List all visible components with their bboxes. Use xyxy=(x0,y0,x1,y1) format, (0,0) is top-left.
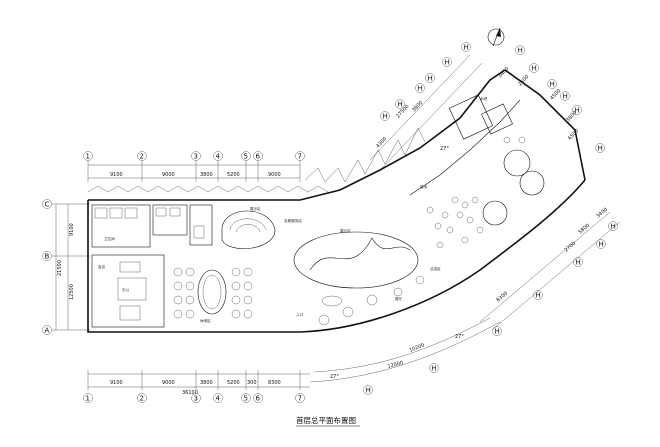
room-label-reception: 接待 xyxy=(420,184,428,189)
svg-text:27°: 27° xyxy=(330,374,339,380)
svg-text:H: H xyxy=(563,93,568,101)
room-label-restroom: 卫生间 xyxy=(104,236,115,241)
drawing-title: 首层总平面布置图 xyxy=(296,415,356,425)
svg-text:4: 4 xyxy=(216,395,221,403)
bottom-dimension-chain: 9100 9000 3800 5200 300 8300 36100 1 2 3… xyxy=(83,370,310,403)
dim-bottom-total: 36100 xyxy=(182,390,198,396)
wing-rooms: 接待 洽谈区 水吧 入口 展厅 展示区 xyxy=(250,94,545,317)
room-label-leisure: 休闲区 xyxy=(200,318,211,323)
svg-text:5: 5 xyxy=(244,153,248,161)
bottom-axis-bubbles: 1 2 3 4 5 6 7 xyxy=(83,393,305,403)
svg-text:8300: 8300 xyxy=(495,291,509,304)
dim-left-total: 21500 xyxy=(57,260,63,276)
dim-top-5: 9000 xyxy=(268,172,281,178)
room-label-self-service: 自助服务区 xyxy=(284,218,302,223)
room-label-bar: 水吧 xyxy=(480,96,488,101)
north-arrow-icon xyxy=(487,27,505,47)
axis-b: B xyxy=(45,253,50,261)
room-label-office: 办公 xyxy=(122,287,130,292)
axis-c: C xyxy=(45,201,50,209)
svg-text:2: 2 xyxy=(140,153,144,161)
svg-text:H: H xyxy=(550,81,555,89)
dim-wing-u7: 6500 xyxy=(567,128,580,141)
top-axis-bubbles: 1 2 3 4 5 6 7 xyxy=(83,151,305,161)
dim-top-1: 9100 xyxy=(110,172,123,178)
svg-text:3400: 3400 xyxy=(595,207,609,220)
dim-bottom-4: 5200 xyxy=(227,380,240,386)
dim-bottom-5: 300 xyxy=(247,380,257,386)
svg-text:1: 1 xyxy=(86,395,90,403)
svg-text:3: 3 xyxy=(194,395,198,403)
room-label-entrance: 入口 xyxy=(296,312,304,317)
svg-text:H: H xyxy=(398,101,403,109)
dining-area: 休闲区 xyxy=(173,267,253,323)
dim-bottom-1: 9100 xyxy=(110,380,123,386)
dim-left-2: 12500 xyxy=(69,284,75,300)
svg-text:H: H xyxy=(611,223,616,231)
svg-text:5: 5 xyxy=(244,395,248,403)
svg-text:27°: 27° xyxy=(455,334,464,340)
svg-text:3: 3 xyxy=(194,153,198,161)
svg-text:4: 4 xyxy=(216,153,221,161)
left-dimension-chain: 21500 9100 12500 C B A xyxy=(42,199,90,335)
svg-text:7: 7 xyxy=(298,153,302,161)
dim-left-1: 9100 xyxy=(69,223,75,236)
dim-bottom-6: 8300 xyxy=(268,380,281,386)
dim-top-3: 3800 xyxy=(200,172,213,178)
svg-text:H: H xyxy=(428,75,433,83)
dim-bottom-3: 3800 xyxy=(200,380,213,386)
svg-text:H: H xyxy=(383,113,388,121)
dim-top-4: 5200 xyxy=(227,172,240,178)
svg-text:H: H xyxy=(518,47,523,55)
room-label-exhibit-2: 展示区 xyxy=(250,206,261,211)
svg-text:12000: 12000 xyxy=(387,360,404,370)
svg-text:H: H xyxy=(445,59,450,67)
wing-dimension-upper: 27500 3800 4300 3400 2500 4500 3800 6500 xyxy=(369,54,580,169)
svg-text:H: H xyxy=(432,365,437,373)
svg-text:27°: 27° xyxy=(440,146,449,152)
central-exhibit: 展示区 自助服务区 xyxy=(221,210,419,289)
svg-text:6: 6 xyxy=(256,153,261,161)
svg-text:H: H xyxy=(366,387,371,395)
svg-text:10200: 10200 xyxy=(409,342,426,354)
svg-text:H: H xyxy=(495,328,500,336)
dim-wing-u5: 4500 xyxy=(549,88,562,101)
dim-bottom-2: 9000 xyxy=(162,380,175,386)
wing-axis-bubbles: H H H H H H H H H H H H H H H H H H H xyxy=(363,42,618,395)
svg-text:6: 6 xyxy=(256,395,261,403)
svg-text:7: 7 xyxy=(298,395,302,403)
top-dimension-chain: 9100 9000 3800 5200 9000 1 2 3 4 5 6 7 xyxy=(83,151,305,182)
svg-text:H: H xyxy=(576,259,581,267)
svg-text:H: H xyxy=(598,145,603,153)
svg-text:H: H xyxy=(418,85,423,93)
svg-text:H: H xyxy=(575,107,580,115)
room-label-exhibit: 展示区 xyxy=(340,228,351,233)
left-rooms: 卫生间 办公 会议 xyxy=(91,204,213,328)
svg-text:1: 1 xyxy=(86,153,90,161)
svg-text:H: H xyxy=(599,241,604,249)
svg-text:2: 2 xyxy=(140,395,144,403)
dim-wing-u4: 2500 xyxy=(517,74,530,87)
svg-text:H: H xyxy=(536,292,541,300)
dim-top-2: 9000 xyxy=(162,172,175,178)
svg-text:2700: 2700 xyxy=(563,241,577,254)
building-outline xyxy=(87,69,586,333)
axis-a: A xyxy=(45,327,50,335)
svg-text:H: H xyxy=(532,65,537,73)
room-label-meeting: 会议 xyxy=(98,264,106,269)
room-label-hall: 展厅 xyxy=(395,296,403,301)
dim-wing-u1: 3800 xyxy=(411,100,424,113)
svg-text:H: H xyxy=(464,44,469,52)
room-label-negotiation: 洽谈区 xyxy=(430,266,441,271)
plaza-details xyxy=(318,275,425,326)
